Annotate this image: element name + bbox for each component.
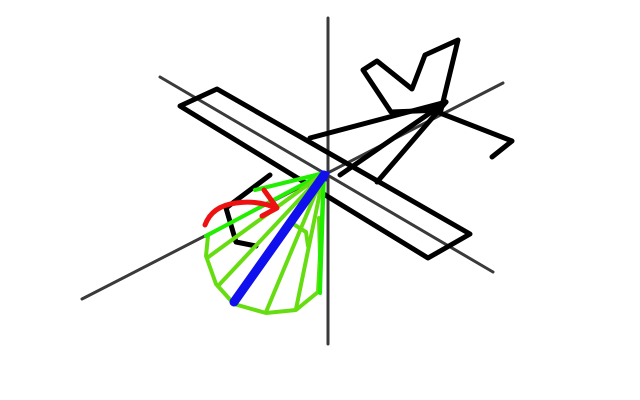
fuselage-top [307, 99, 449, 141]
cone-ray [216, 171, 326, 288]
cone-ray [294, 171, 326, 311]
nose-lower [223, 172, 273, 249]
cone-ray [318, 171, 326, 262]
vector-shaft [229, 170, 329, 307]
rotation-arrow [202, 187, 280, 228]
vector-tip-icon [320, 170, 330, 182]
rotation-arrowhead [259, 187, 280, 219]
horizontal-tail [437, 110, 515, 160]
rotation-arc [202, 199, 279, 228]
wing [177, 86, 473, 261]
fuselage-bottom [337, 99, 449, 185]
cone-ray [253, 171, 326, 192]
direction-vector [229, 170, 330, 307]
airplane-outline [177, 37, 515, 261]
vertical-tail [360, 37, 461, 115]
cone-rim [288, 220, 310, 248]
